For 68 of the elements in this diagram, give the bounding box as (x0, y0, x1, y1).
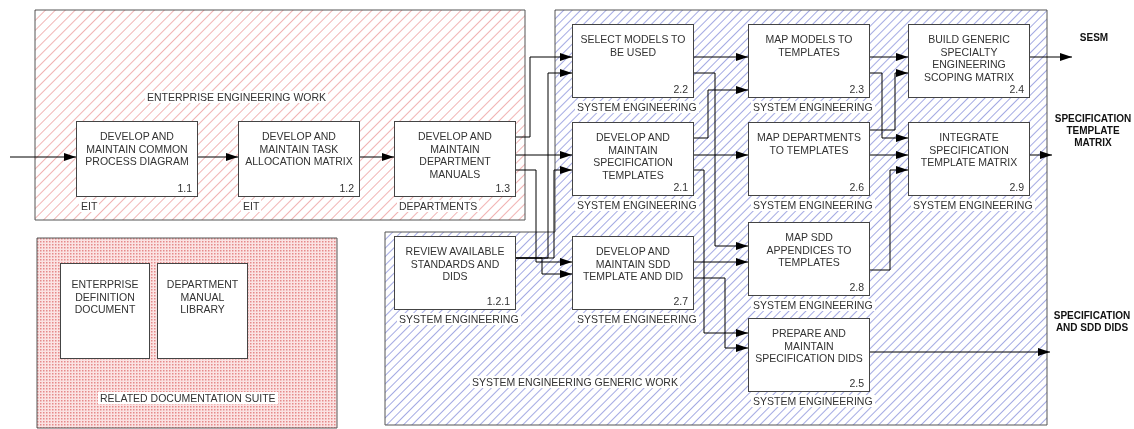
process-title: SELECT MODELS TO BE USED (579, 33, 687, 58)
arrow (869, 166, 909, 271)
process-number: 2.8 (849, 281, 864, 293)
arrow (693, 258, 749, 266)
document-box (157, 263, 248, 359)
arrow (693, 86, 749, 139)
process-title: INTEGRATE SPECIFICATION TEMPLATE MATRIX (919, 131, 1019, 169)
process-number: 2.2 (673, 83, 688, 95)
process-title: MAP SDD APPENDICES TO TEMPLATES (765, 231, 853, 269)
owner-label: SYSTEM ENGINEERING (751, 199, 875, 211)
output-label: SPECIFICATION AND SDD DIDS (1052, 310, 1132, 334)
arrow (197, 153, 239, 161)
owner-label: SYSTEM ENGINEERING (575, 199, 699, 211)
process-title: DEVELOP AND MAINTAIN COMMON PROCESS DIAGRAM (84, 130, 190, 168)
owner-label: DEPARTMENTS (397, 200, 480, 212)
arrow (359, 153, 395, 161)
owner-label: EIT (79, 200, 100, 212)
owner-label: SYSTEM ENGINEERING (911, 199, 1035, 211)
process-number: 1.2.1 (486, 295, 510, 307)
arrow (693, 151, 749, 159)
process-title: BUILD GENERIC SPECIALTY ENGINEERING SCOPING MATRIX (922, 33, 1016, 83)
process-title: REVIEW AVAILABLE STANDARDS AND DIDS (404, 245, 506, 283)
process-number: 2.1 (673, 181, 688, 193)
process-title: MAP MODELS TO TEMPLATES (764, 33, 854, 58)
process-title: DEVELOP AND MAINTAIN SDD TEMPLATE AND DID (581, 245, 685, 283)
process-title: DEVELOP AND MAINTAIN SPECIFICATION TEMPLATES (592, 131, 674, 181)
arrow (869, 53, 909, 61)
process-title: DEVELOP AND MAINTAIN TASK ALLOCATION MATRIX (244, 130, 354, 168)
area-title: ENTERPRISE ENGINEERING WORK (145, 91, 329, 103)
arrow (515, 257, 573, 278)
process-number: 2.3 (849, 83, 864, 95)
arrow (693, 53, 749, 61)
arrow (869, 69, 909, 131)
owner-label: SYSTEM ENGINEERING (575, 313, 699, 325)
output-label: SESM (1078, 32, 1110, 44)
process-number: 1.1 (177, 182, 192, 194)
process-number: 1.3 (495, 182, 510, 194)
process-number: 2.7 (673, 295, 688, 307)
process-title: MAP DEPARTMENTS TO TEMPLATES (756, 131, 862, 156)
owner-label: SYSTEM ENGINEERING (751, 101, 875, 113)
process-number: 1.2 (339, 182, 354, 194)
owner-label: EIT (241, 200, 262, 212)
arrow (869, 72, 909, 142)
owner-label: SYSTEM ENGINEERING (751, 395, 875, 407)
document-box (60, 263, 150, 359)
arrow (9, 153, 77, 161)
process-title: ENTERPRISE DEFINITION DOCUMENT (70, 278, 140, 316)
area-title: RELATED DOCUMENTATION SUITE (98, 392, 278, 404)
owner-label: SYSTEM ENGINEERING (575, 101, 699, 113)
arrow (869, 151, 909, 159)
owner-label: SYSTEM ENGINEERING (397, 313, 521, 325)
process-number: 2.9 (1009, 181, 1024, 193)
owner-label: SYSTEM ENGINEERING (751, 299, 875, 311)
arrow (1029, 151, 1053, 159)
process-box (908, 24, 1030, 98)
output-label: SPECIFICATION TEMPLATE MATRIX (1053, 113, 1133, 149)
process-number: 2.5 (849, 377, 864, 389)
process-number: 2.4 (1009, 83, 1024, 95)
arrow (693, 72, 749, 250)
process-title: DEPARTMENT MANUAL LIBRARY (165, 278, 240, 316)
arrow (515, 151, 573, 159)
arrow (693, 277, 749, 352)
area-title: SYSTEM ENGINEERING GENERIC WORK (470, 376, 680, 388)
arrow (693, 169, 749, 337)
process-number: 2.6 (849, 181, 864, 193)
process-title: DEVELOP AND MAINTAIN DEPARTMENT MANUALS (417, 130, 493, 180)
process-title: PREPARE AND MAINTAIN SPECIFICATION DIDS (754, 327, 864, 365)
arrow (515, 53, 573, 138)
